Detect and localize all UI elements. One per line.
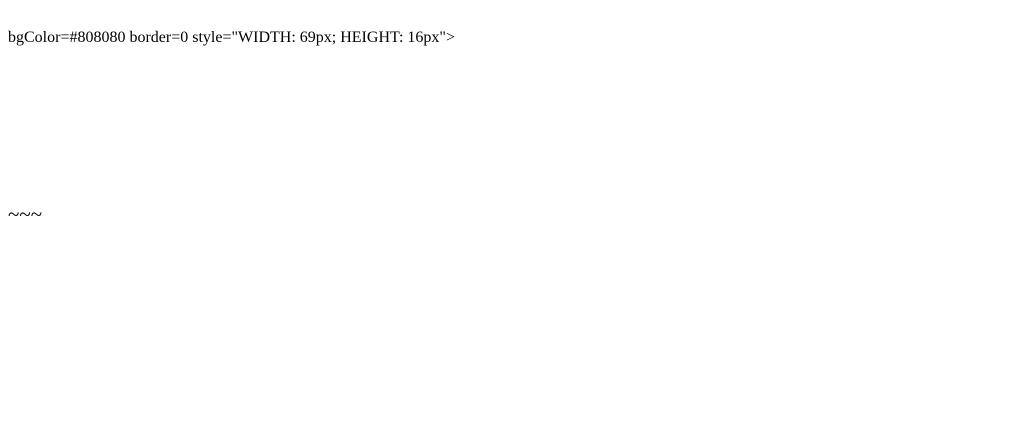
raw-html-attribute-text: bgColor=#808080 border=0 style="WIDTH: 6…: [8, 29, 455, 46]
tilde-text: ~~~: [8, 202, 43, 226]
